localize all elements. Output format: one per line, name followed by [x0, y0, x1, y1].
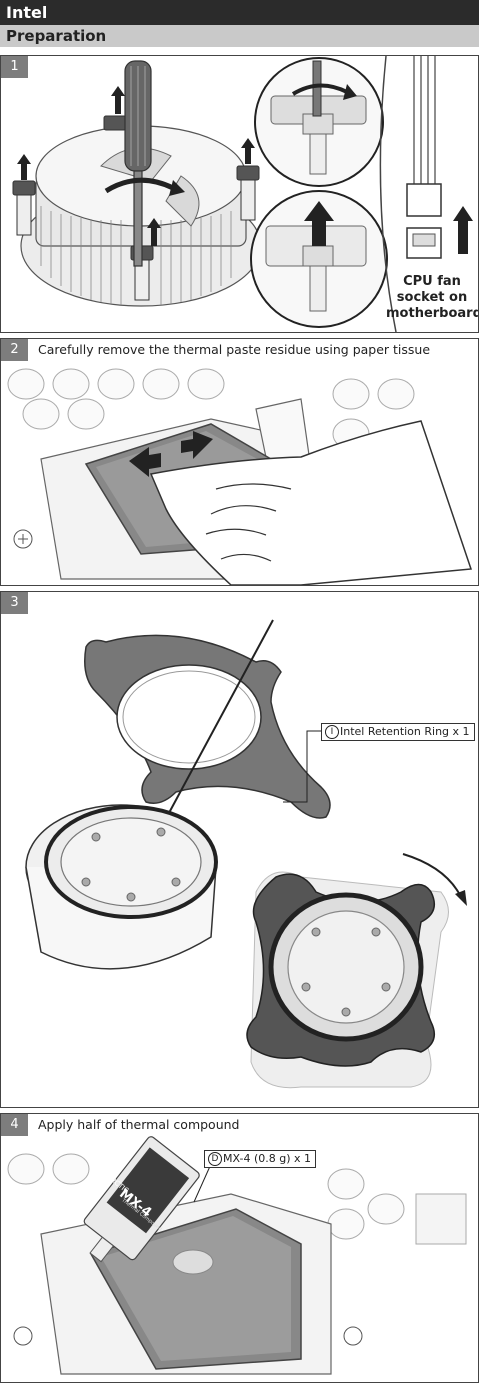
step-4-instruction: Apply half of thermal compound	[38, 1117, 240, 1132]
step-1-panel: 1 CPU fan socket on motherboard	[0, 55, 479, 333]
cpu-fan-label-line3: motherboard	[386, 306, 479, 321]
step-2-panel: 2 Carefully remove the thermal paste res…	[0, 338, 479, 586]
section-subtitle-preparation: Preparation	[0, 25, 479, 47]
step-1-illustration	[12, 56, 473, 332]
intel-retention-ring-text: Intel Retention Ring x 1	[340, 725, 470, 738]
step-4-panel: 4 Apply half of thermal compound D MX-4 …	[0, 1113, 479, 1383]
part-letter-badge: D	[208, 1152, 222, 1166]
cpu-fan-socket-label: CPU fan socket on motherboard	[386, 274, 478, 322]
step-4-number: 4	[1, 1114, 28, 1136]
intel-retention-ring-label: I Intel Retention Ring x 1	[321, 723, 475, 741]
mx4-label: D MX-4 (0.8 g) x 1	[204, 1150, 316, 1168]
step-4-illustration	[7, 1136, 467, 1375]
step-3-number: 3	[1, 592, 28, 614]
part-letter-badge: I	[325, 725, 339, 739]
mx4-label-text: MX-4 (0.8 g) x 1	[223, 1152, 311, 1165]
cpu-fan-label-line2: socket on	[396, 290, 468, 305]
step-2-number: 2	[1, 339, 28, 361]
section-title-intel: Intel	[0, 0, 479, 25]
step-3-panel: 3 I Intel Retention Ring x 1	[0, 591, 479, 1108]
cpu-fan-label-line1: CPU fan	[403, 274, 461, 289]
step-2-illustration	[7, 368, 473, 585]
step-1-number: 1	[1, 56, 28, 78]
step-3-illustration	[25, 619, 467, 1089]
step-2-instruction: Carefully remove the thermal paste resid…	[38, 342, 431, 357]
